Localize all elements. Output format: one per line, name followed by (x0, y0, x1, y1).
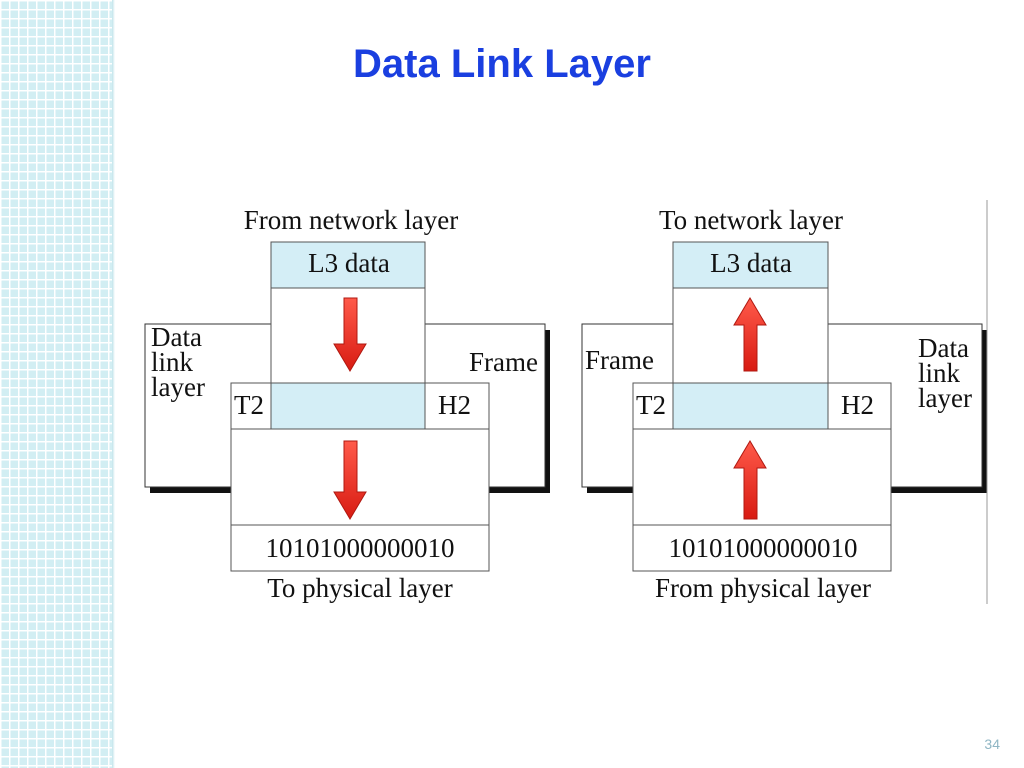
receiver-arrow-up-lower (733, 440, 767, 520)
sidebar-edge (112, 0, 115, 768)
sender-bottom-label: To physical layer (267, 573, 453, 603)
receiver-bits-box (632, 524, 892, 572)
receiver-lower-column (632, 428, 892, 526)
receiver-diagram: To network layer L3 data Frame Data link… (581, 200, 988, 604)
sender-bits-box (230, 524, 490, 572)
page-number: 34 (984, 736, 1000, 752)
receiver-frame-label: Frame (585, 345, 654, 375)
sender-arrow-down-lower (333, 440, 367, 520)
sender-arrow-down-upper (333, 297, 367, 372)
sender-header-label: H2 (438, 390, 471, 420)
receiver-bits-label: 10101000000010 (669, 533, 858, 563)
receiver-l3-data-label: L3 data (710, 248, 792, 278)
receiver-l3-data-box (672, 241, 829, 289)
sender-trailer-label: T2 (234, 390, 264, 420)
receiver-header-label: H2 (841, 390, 874, 420)
receiver-bottom-label: From physical layer (655, 573, 871, 603)
sender-diagram: From network layer L3 data Data link lay… (144, 205, 550, 603)
slide-title: Data Link Layer (0, 42, 1004, 87)
sender-lower-column (230, 428, 490, 526)
sender-top-label: From network layer (244, 205, 458, 235)
receiver-arrow-up-upper (733, 297, 767, 372)
sender-layer-label-line1: Data (151, 322, 202, 352)
receiver-top-label: To network layer (659, 205, 843, 235)
sender-l3-data-label: L3 data (308, 248, 390, 278)
sender-layer-label-line2: link (151, 347, 194, 377)
sender-layer-label-line3: layer (151, 372, 205, 402)
slide-title-text: Data Link Layer (353, 42, 651, 86)
receiver-trailer-label: T2 (636, 390, 666, 420)
receiver-frame-payload (672, 382, 829, 430)
sender-bits-label: 10101000000010 (266, 533, 455, 563)
decorative-sidebar (0, 0, 112, 768)
sender-frame-payload (270, 382, 426, 430)
sender-l3-data-box (270, 241, 426, 289)
sender-frame-label: Frame (469, 347, 538, 377)
receiver-layer-label-line1: Data (918, 333, 969, 363)
receiver-layer-label-line2: link (918, 358, 961, 388)
receiver-layer-label-line3: layer (918, 383, 972, 413)
